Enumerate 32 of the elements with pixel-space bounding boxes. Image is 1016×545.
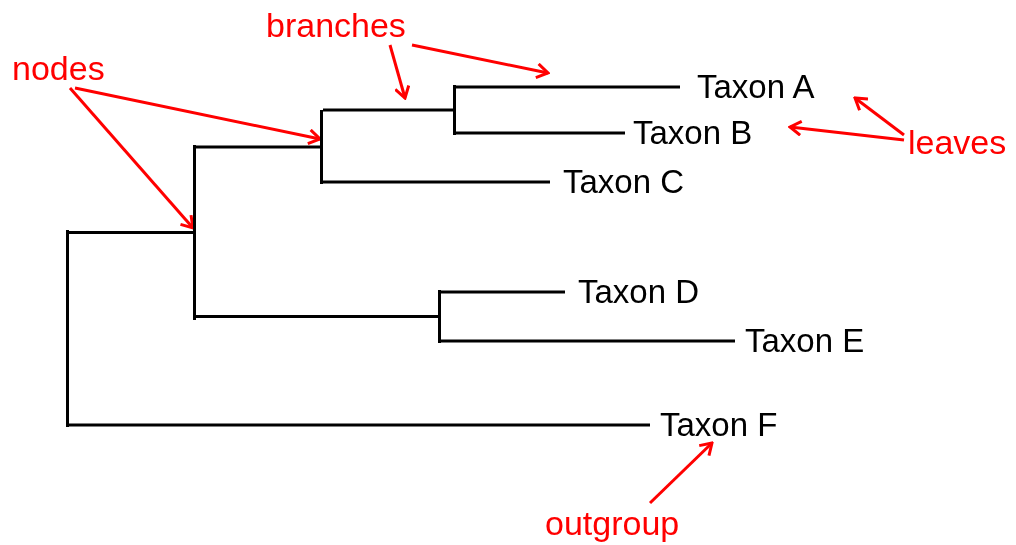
leader-arrow [411, 43, 550, 80]
branch-line [456, 85, 680, 89]
vertical-branch-line [66, 230, 69, 427]
leader-arrow [853, 96, 905, 137]
vertical-branch-line [453, 85, 456, 135]
annotation-label: nodes [8, 48, 113, 88]
branch-line [323, 108, 453, 112]
taxon-label: Taxon A [680, 69, 855, 105]
taxon-label: Taxon E [735, 323, 895, 359]
taxon-label: Taxon D [565, 274, 725, 310]
taxon-label: Taxon C [550, 164, 710, 200]
vertical-branch-line [193, 145, 196, 320]
branch-line [323, 180, 550, 184]
branch-line [456, 131, 625, 135]
branch-line [69, 423, 650, 427]
annotation-label: leaves [904, 122, 1014, 162]
branch-line [441, 290, 565, 294]
leader-arrow [74, 86, 322, 146]
taxon-label: Taxon B [625, 115, 790, 151]
annotation-label: outgroup [543, 503, 693, 543]
branch-line [441, 339, 735, 343]
annotation-label: branches [262, 5, 422, 45]
leader-arrow [388, 44, 411, 100]
branch-line [69, 231, 193, 234]
leader-arrow [68, 87, 195, 230]
leader-arrow [788, 119, 905, 142]
branch-line [196, 315, 438, 318]
taxon-label: Taxon F [650, 407, 810, 443]
vertical-branch-line [320, 110, 323, 184]
branch-line [196, 145, 320, 149]
vertical-branch-line [438, 290, 441, 343]
leader-arrow [648, 441, 714, 505]
